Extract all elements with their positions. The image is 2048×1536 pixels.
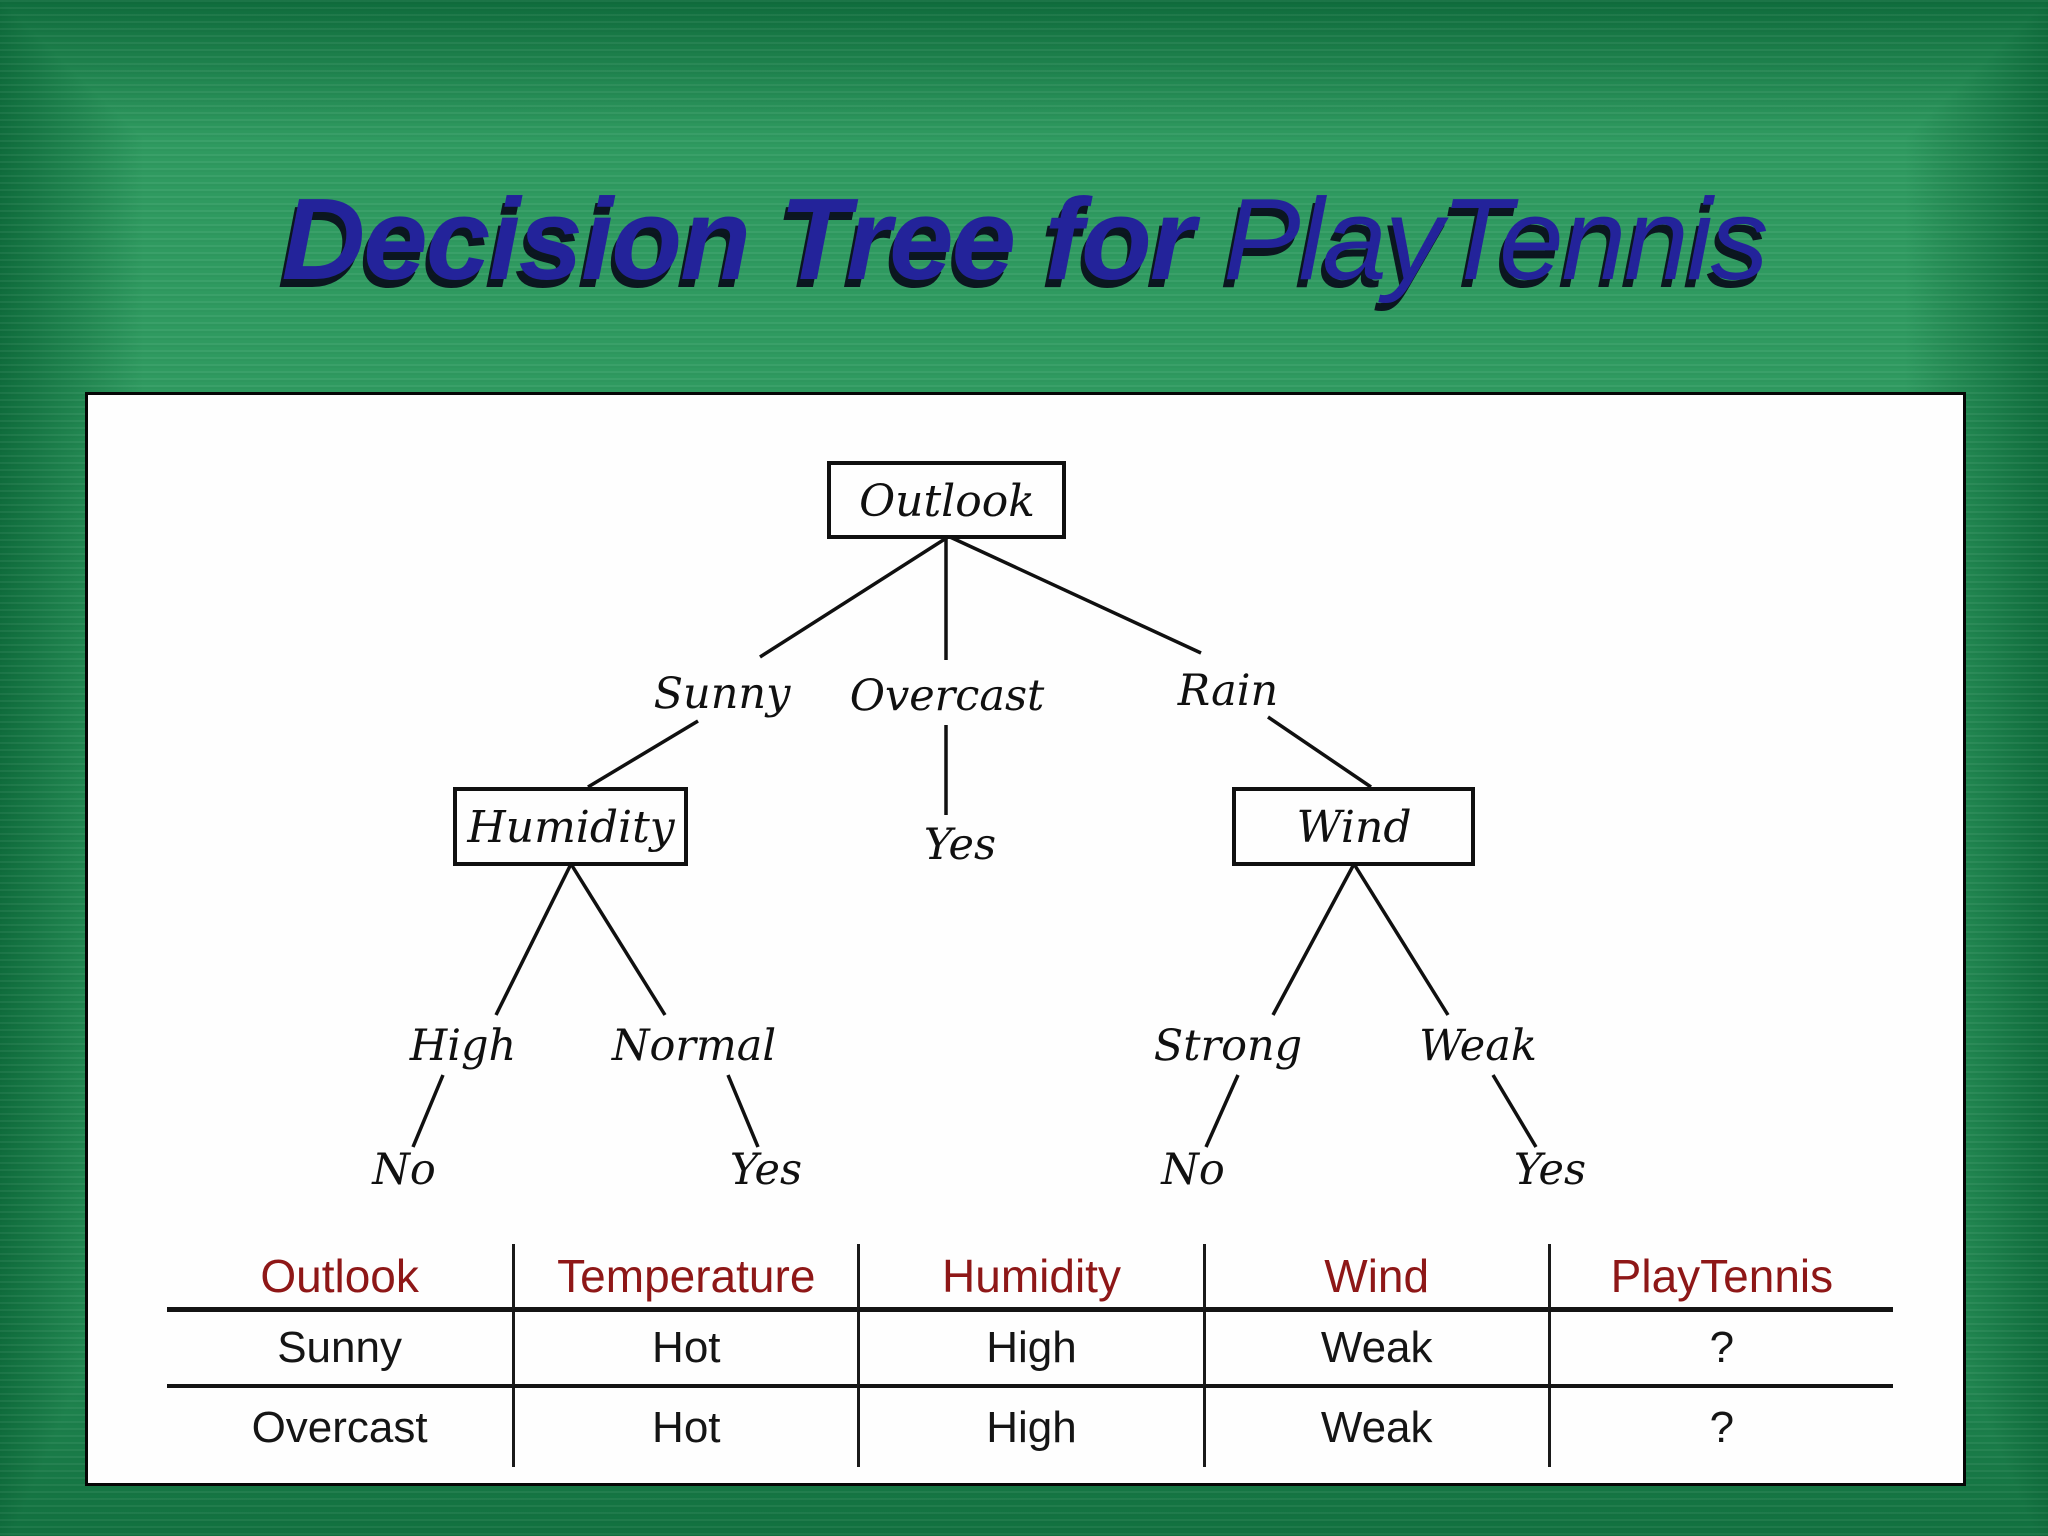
table-header-outlook: Outlook xyxy=(167,1244,513,1312)
node-humidity-label: Humidity xyxy=(466,802,675,853)
sample-table: Outlook Temperature Humidity Wind PlayTe… xyxy=(167,1244,1893,1467)
branch-strong-label: Strong xyxy=(1154,1021,1302,1071)
table-cell: ? xyxy=(1547,1312,1893,1388)
edge-high-no xyxy=(411,1074,445,1148)
content-panel: Outlook Humidity Wind Sunny Overcast Rai… xyxy=(85,392,1966,1486)
leaf-no-strong: No xyxy=(1160,1145,1225,1195)
edge-rain-wind xyxy=(1267,715,1372,789)
leaf-no-high: No xyxy=(371,1145,436,1195)
branch-weak-label: Weak xyxy=(1419,1021,1537,1071)
edge-weak-yes xyxy=(1491,1074,1538,1148)
branch-normal-label: Normal xyxy=(611,1021,776,1071)
leaf-yes-normal: Yes xyxy=(730,1145,802,1195)
table-cell: Hot xyxy=(512,1388,857,1467)
node-outlook-box xyxy=(827,461,1066,539)
branch-overcast-label: Overcast xyxy=(850,671,1045,721)
branch-rain-label: Rain xyxy=(1177,666,1278,716)
table-cell: Hot xyxy=(512,1312,858,1388)
table-header-wind: Wind xyxy=(1202,1244,1548,1312)
edge-strong-no xyxy=(1204,1074,1240,1148)
slide-title: Decision Tree for PlayTennis xyxy=(0,174,2048,304)
node-outlook-label: Outlook xyxy=(859,476,1035,527)
slide-title-subject: PlayTennis xyxy=(1223,174,1768,304)
edge-humidity-high xyxy=(494,863,573,1016)
table-cell: Weak xyxy=(1202,1388,1548,1467)
table-header-playtennis: PlayTennis xyxy=(1547,1244,1893,1312)
table-header-humidity: Humidity xyxy=(857,1244,1203,1312)
table-cell: Weak xyxy=(1202,1312,1548,1388)
node-wind-label: Wind xyxy=(1296,802,1411,853)
table-cell: Overcast xyxy=(251,1402,428,1452)
branch-high-label: High xyxy=(409,1021,516,1071)
node-wind-box xyxy=(1232,787,1475,866)
table-cell: High xyxy=(857,1388,1202,1467)
table-header-temperature: Temperature xyxy=(512,1244,858,1312)
table-cell: High xyxy=(857,1312,1203,1388)
node-humidity-box xyxy=(453,787,688,866)
edge-sunny-humidity xyxy=(587,719,699,789)
edge-wind-strong xyxy=(1271,863,1356,1016)
slide-title-emphasis: Decision Tree for xyxy=(281,174,1224,304)
table-cell: ? xyxy=(1547,1388,1893,1467)
edge-humidity-normal xyxy=(569,863,667,1016)
edge-wind-weak xyxy=(1352,863,1450,1016)
table-cell: Sunny xyxy=(167,1312,513,1388)
edge-outlook-rain xyxy=(949,535,1202,655)
edge-outlook-sunny xyxy=(759,535,949,659)
edge-normal-yes xyxy=(726,1074,760,1148)
leaf-yes-overcast: Yes xyxy=(924,820,996,870)
decision-tree-diagram: Outlook Humidity Wind Sunny Overcast Rai… xyxy=(371,461,1586,1195)
branch-sunny-label: Sunny xyxy=(654,669,792,719)
leaf-yes-weak: Yes xyxy=(1514,1145,1586,1195)
